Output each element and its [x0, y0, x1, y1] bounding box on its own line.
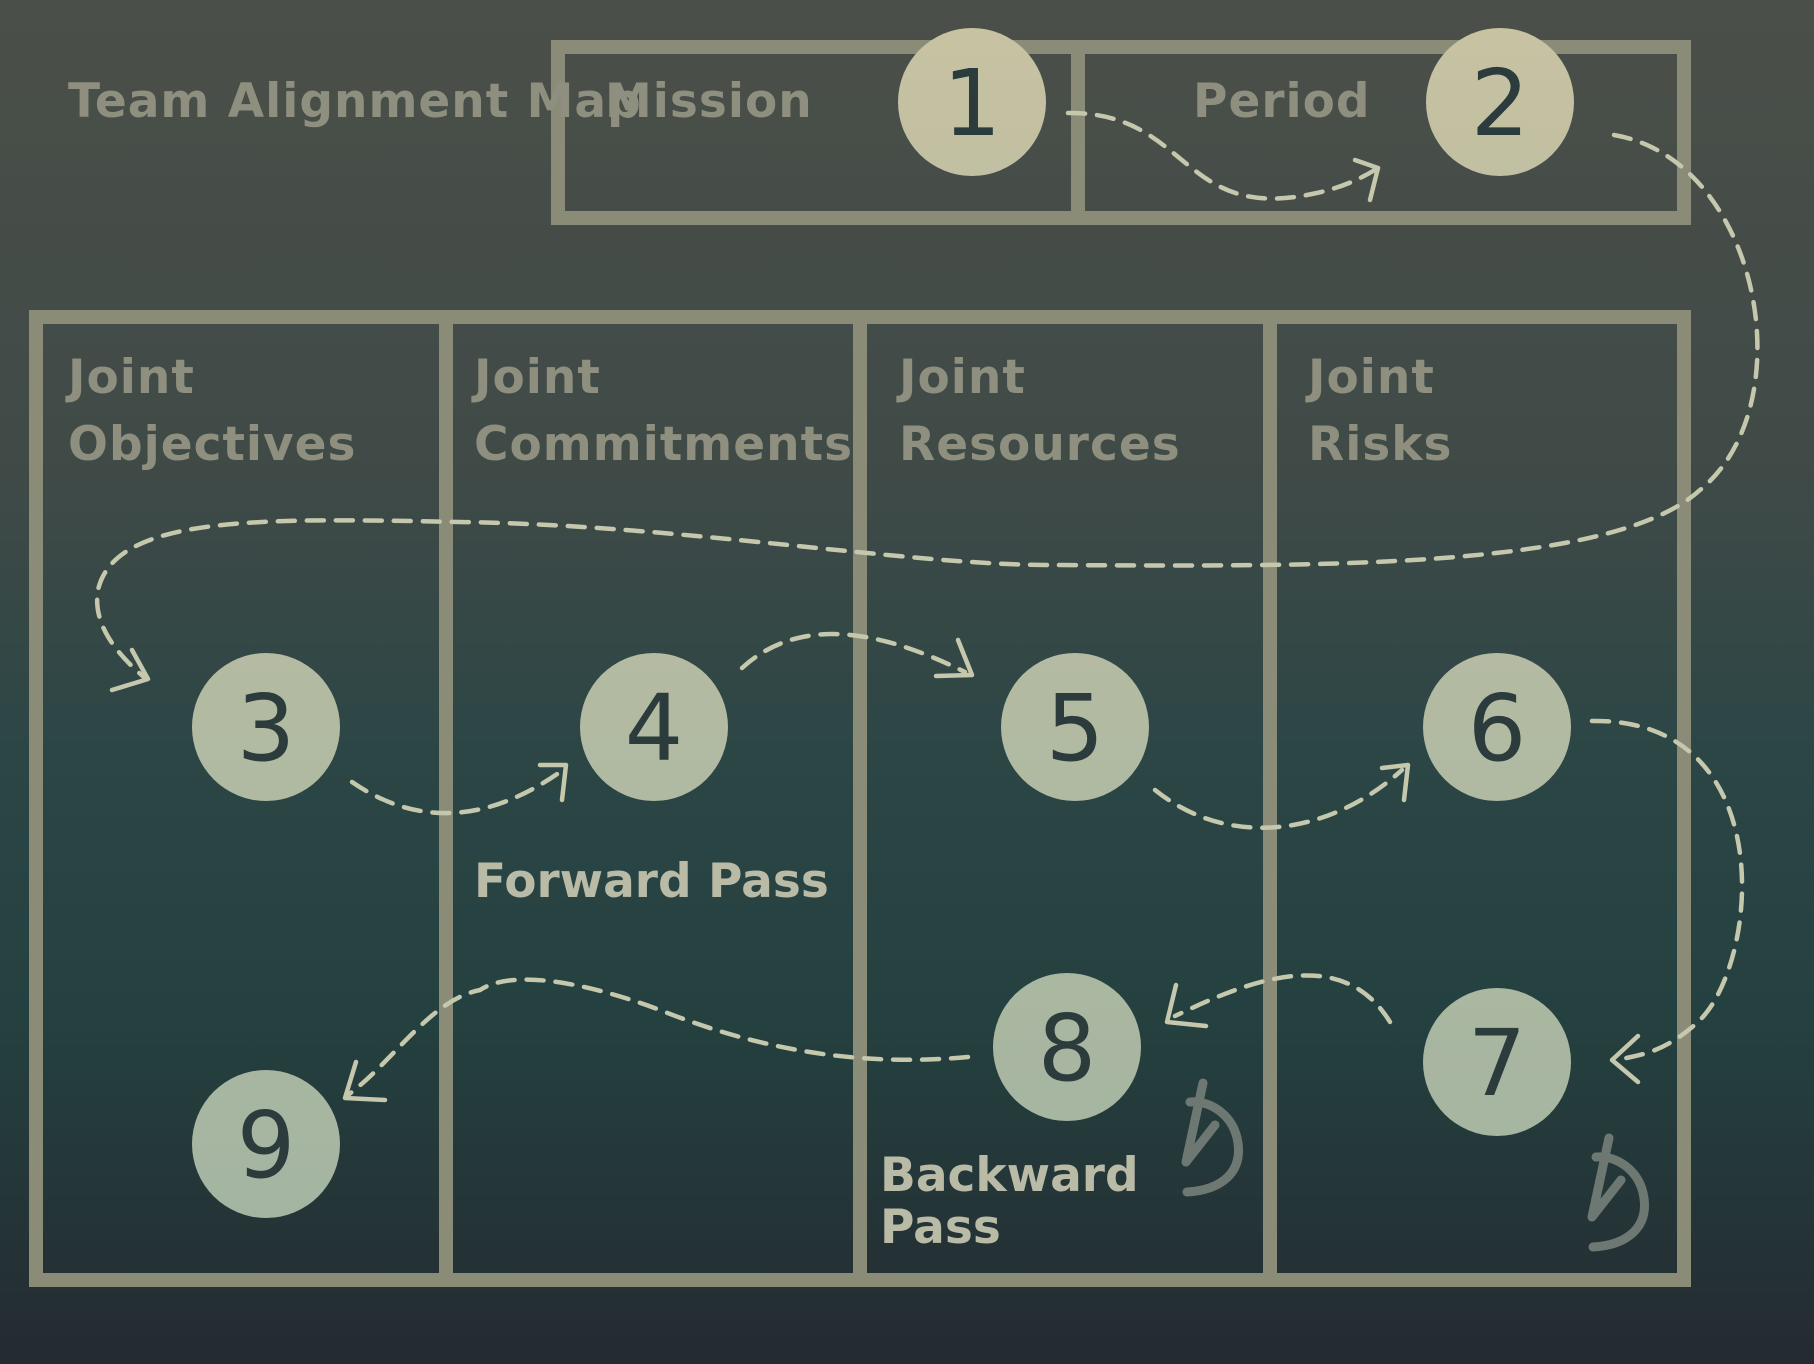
dashed-flow-arrow: [94, 132, 1760, 681]
column-header-line: Joint: [1308, 350, 1435, 405]
step-circle: [1001, 653, 1149, 801]
column-header-line: Resources: [899, 417, 1181, 472]
period-label: Period: [1193, 74, 1371, 129]
column-header-line: Joint: [899, 350, 1026, 405]
column-header-line: Joint: [68, 350, 195, 405]
step-number: 8: [1038, 995, 1097, 1102]
step-circle: [1426, 28, 1574, 176]
arrow-head: [933, 637, 975, 679]
arrow-heads: [109, 157, 1641, 1103]
column-header-line: Risks: [1308, 417, 1453, 472]
step-badge-1: 1: [898, 28, 1046, 176]
step-badge-4: 4: [580, 653, 728, 801]
arrow-head: [1352, 157, 1381, 203]
step-number: 7: [1468, 1010, 1527, 1117]
step-badge-7: 7: [1423, 988, 1571, 1136]
column-header-line: Joint: [474, 350, 601, 405]
undo-arrow-icon: [1587, 1133, 1649, 1252]
arrow-head: [342, 1059, 388, 1103]
arrow-head: [1609, 1033, 1641, 1085]
backward-pass-label: Backward Pass: [880, 1150, 1139, 1254]
step-badge-3: 3: [192, 653, 340, 801]
header-outline: [551, 40, 1691, 225]
step-badge-8: 8: [993, 973, 1141, 1121]
flow-arrows: [94, 110, 1760, 1098]
step-number: 9: [237, 1092, 296, 1199]
undo-arrow-icon: [1181, 1078, 1243, 1197]
step-number: 6: [1468, 675, 1527, 782]
arrow-head: [537, 762, 569, 803]
column-header-line: Objectives: [68, 417, 357, 472]
step-badge-6: 6: [1423, 653, 1571, 801]
step-badges: 1 2 3 4 5 6 7: [192, 28, 1574, 1218]
step-badge-2: 2: [1426, 28, 1574, 176]
step-badge-5: 5: [1001, 653, 1149, 801]
map-title: Team Alignment Map: [68, 74, 642, 129]
arrow-head: [109, 647, 151, 693]
forward-pass-label: Forward Pass: [474, 854, 829, 909]
step-circle: [993, 973, 1141, 1121]
step-circle: [192, 1070, 340, 1218]
column-header-resources: Joint Resources: [899, 344, 1181, 478]
arrow-head: [1164, 982, 1209, 1029]
step-circle: [898, 28, 1046, 176]
dashed-flow-arrow: [1065, 110, 1381, 201]
column-header-risks: Joint Risks: [1308, 344, 1453, 478]
column-header-objectives: Joint Objectives: [68, 344, 357, 478]
dashed-flow-arrow: [1152, 767, 1405, 830]
dashed-flow-arrow: [1172, 973, 1393, 1025]
backward-pass-line: Backward: [880, 1148, 1139, 1203]
step-circle: [1423, 988, 1571, 1136]
dashed-flow-arrow: [345, 977, 971, 1098]
step-number: 1: [943, 50, 1002, 157]
step-number: 2: [1471, 50, 1530, 157]
step-badge-9: 9: [192, 1070, 340, 1218]
dashed-flow-arrow: [1589, 718, 1745, 1063]
arrow-head: [1379, 762, 1411, 803]
step-circle: [580, 653, 728, 801]
column-header-line: Commitments: [474, 417, 854, 472]
backward-pass-line: Pass: [880, 1200, 1001, 1255]
mission-label: Mission: [605, 74, 813, 129]
main-grid: [29, 310, 1691, 1287]
step-circle: [192, 653, 340, 801]
dashed-flow-arrow: [349, 769, 563, 816]
step-circle: [1423, 653, 1571, 801]
step-number: 5: [1046, 675, 1105, 782]
step-number: 4: [625, 675, 684, 782]
dashed-flow-arrow: [739, 631, 968, 675]
header-frame: [551, 40, 1691, 225]
step-number: 3: [237, 675, 296, 782]
column-header-commitments: Joint Commitments: [474, 344, 853, 478]
